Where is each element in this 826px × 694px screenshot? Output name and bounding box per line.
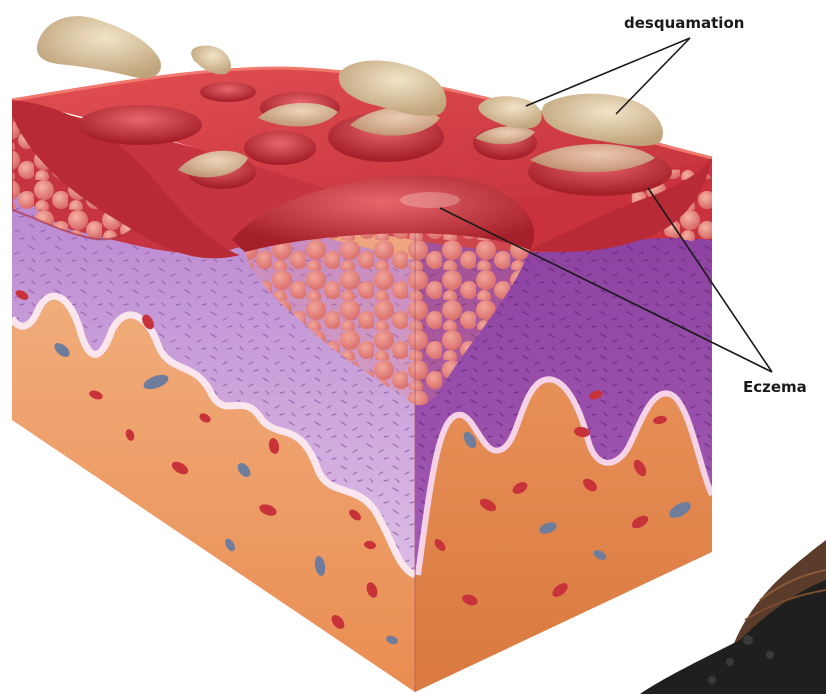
leader-desq-2 xyxy=(616,38,690,114)
desquamation-label: desquamation xyxy=(624,14,744,32)
eczema-label: Eczema xyxy=(743,378,807,396)
flake-2 xyxy=(191,46,231,75)
flake-1 xyxy=(37,16,161,78)
